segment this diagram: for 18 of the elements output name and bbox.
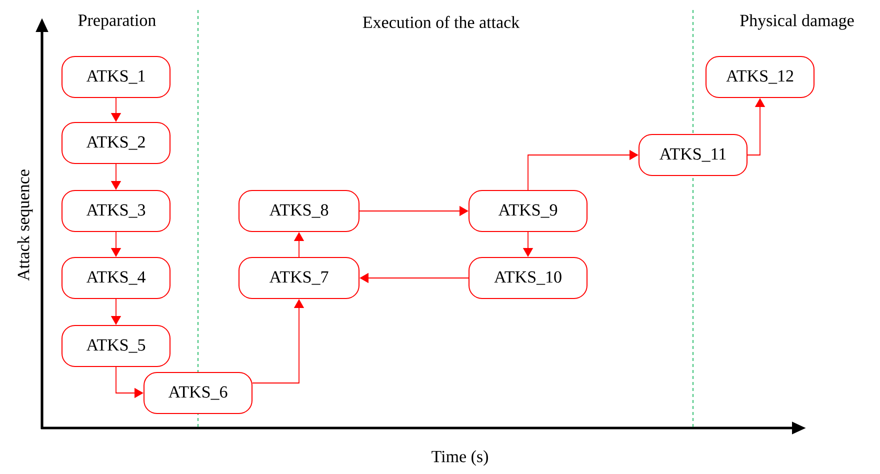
- step-box: ATKS_3: [62, 190, 170, 232]
- step-box: ATKS_8: [238, 190, 360, 232]
- phase-label: Preparation: [78, 14, 156, 30]
- phase-label: Execution of the attack: [362, 16, 520, 28]
- step-box: ATKS_7: [238, 257, 360, 299]
- step-box: ATKS_1: [62, 56, 170, 98]
- phase-label: Physical damage: [740, 14, 854, 30]
- axis-label: Time (s): [432, 450, 488, 466]
- arrow: [528, 150, 638, 190]
- step-box: ATKS_10: [468, 257, 588, 299]
- step-box: ATKS_9: [468, 190, 588, 232]
- step-box: ATKS_4: [62, 257, 170, 299]
- step-box: ATKS_11: [638, 134, 748, 176]
- step-box: ATKS_2: [62, 122, 170, 164]
- step-box: ATKS_5: [62, 325, 170, 367]
- axis-label: Attack sequence: [17, 170, 33, 281]
- step-box: ATKS_12: [706, 56, 814, 98]
- step-box: ATKS_6: [144, 372, 252, 414]
